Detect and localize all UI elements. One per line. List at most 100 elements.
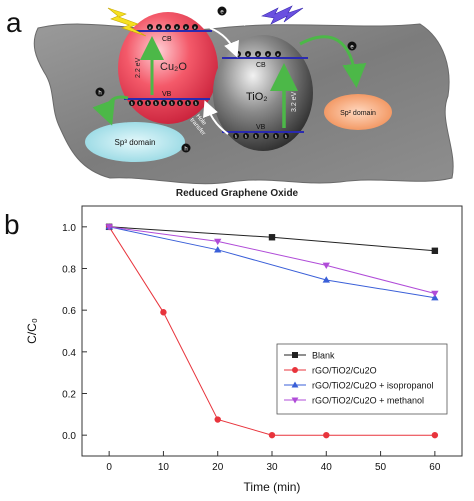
cu2o-vb-hole xyxy=(185,100,191,106)
tio2-vb-label: VB xyxy=(256,124,266,131)
tio2-vb-hole xyxy=(283,133,289,139)
y-tick-label: 0.2 xyxy=(62,390,76,401)
tio2-cb-electron xyxy=(245,51,251,57)
hole-transfer-hole-symbol: h xyxy=(184,147,187,153)
hole-transfer-arrow xyxy=(203,100,229,135)
graphene-label: Reduced Graphene Oxide xyxy=(176,188,299,199)
cu2o-cb-electron xyxy=(174,24,180,30)
tio2-vb-hole xyxy=(263,133,269,139)
x-tick-label: 20 xyxy=(212,462,224,473)
sp2-domain xyxy=(324,94,392,130)
tio2-vb-hole xyxy=(233,133,239,139)
electron-to-sp2-arrow xyxy=(299,35,367,88)
data-point xyxy=(160,309,167,316)
tio2-label: TiO₂ xyxy=(246,91,268,103)
x-tick-label: 50 xyxy=(375,462,387,473)
y-tick-label: 0.8 xyxy=(62,265,76,276)
cu2o-vb-hole xyxy=(177,100,183,106)
series-4 xyxy=(105,224,439,298)
data-point xyxy=(431,431,439,439)
electron-transfer-electron xyxy=(217,6,227,16)
tio2-cb-electron-symbol: e xyxy=(277,52,280,57)
y-tick-label: 0.0 xyxy=(62,431,76,442)
electron-transfer-arrow xyxy=(209,27,239,58)
data-point xyxy=(214,246,222,253)
tio2-vb-hole-symbol: h xyxy=(245,134,248,139)
cu2o-cb-electron xyxy=(165,24,171,30)
cu2o-cb-electron xyxy=(156,24,162,30)
cu2o-cb-label: CB xyxy=(162,36,172,43)
cu2o-cb-electron xyxy=(147,24,153,30)
tio2-cb-electron-symbol: e xyxy=(247,52,250,57)
series-line xyxy=(108,226,435,299)
panel-b-label: b xyxy=(4,209,20,240)
tio2-cb-electron xyxy=(275,51,281,57)
vis-label: VIS xyxy=(85,9,99,18)
cu2o-vb-hole xyxy=(129,100,135,106)
cu2o-cb-electron xyxy=(183,24,189,30)
data-point xyxy=(431,290,439,298)
cu2o-cb-electron-symbol: e xyxy=(167,25,170,30)
data-point xyxy=(268,234,276,241)
vis-lightning-icon xyxy=(107,7,147,37)
data-point xyxy=(214,416,221,423)
legend-marker xyxy=(291,381,299,388)
legend-label: rGO/TiO2/Cu2O + isopropanol xyxy=(312,381,433,391)
x-tick-label: 10 xyxy=(158,462,170,473)
cu2o-vb-hole-symbol: h xyxy=(179,101,182,106)
tio2-cb-label: CB xyxy=(256,62,266,69)
data-point xyxy=(268,431,276,439)
tio2-gap-label: 3.2 eV xyxy=(291,91,298,112)
cu2o-vb-hole-symbol: h xyxy=(155,101,158,106)
cu2o-vb-hole xyxy=(161,100,167,106)
sp3-domain-label: Sp³ domain xyxy=(115,138,156,147)
cu2o-vb-hole-symbol: h xyxy=(187,101,190,106)
y-tick-label: 0.4 xyxy=(62,348,76,359)
y-tick-label: 0.6 xyxy=(62,306,76,317)
electron-transfer-electron-symbol: e xyxy=(220,10,224,16)
x-tick-label: 30 xyxy=(266,462,278,473)
sp3-hole-symbol: h xyxy=(98,91,101,97)
hole-to-sp3-arrow xyxy=(92,95,129,126)
cu2o-vb-hole-symbol: h xyxy=(163,101,166,106)
tio2-vb-hole xyxy=(243,133,249,139)
tio2-cb-electron xyxy=(255,51,261,57)
legend-marker xyxy=(292,367,298,373)
tio2-vb-hole-symbol: h xyxy=(235,134,238,139)
x-tick-label: 60 xyxy=(429,462,441,473)
series-line xyxy=(108,226,435,436)
x-tick-label: 0 xyxy=(106,462,112,473)
x-axis-label: Time (min) xyxy=(244,480,301,494)
cu2o-vb-hole-symbol: h xyxy=(147,101,150,106)
sp2-electron xyxy=(347,41,357,51)
data-point xyxy=(323,431,330,439)
data-point xyxy=(431,247,439,254)
data-point xyxy=(322,262,330,270)
legend-label: rGO/TiO2/Cu2O xyxy=(312,366,377,376)
hole-transfer-hole xyxy=(181,143,191,153)
cu2o-vb-label: VB xyxy=(162,91,172,98)
tio2-cb-electron xyxy=(265,51,271,57)
tio2-cb-electron-symbol: e xyxy=(267,52,270,57)
y-axis: 0.00.20.40.60.81.0 xyxy=(62,223,87,442)
cu2o-vb-hole xyxy=(145,100,151,106)
uv-label: UV xyxy=(300,13,312,22)
data-point xyxy=(105,224,113,231)
series-1 xyxy=(105,223,439,254)
cu2o-label: Cu₂O xyxy=(160,61,187,73)
legend-marker xyxy=(292,352,298,358)
legend-label: rGO/TiO2/Cu2O + methanol xyxy=(312,396,424,406)
sp2-electron-symbol: e xyxy=(350,45,354,51)
panel-a-label: a xyxy=(6,7,22,38)
cu2o-vb-hole xyxy=(153,100,159,106)
cu2o-cb-electron-symbol: e xyxy=(176,25,179,30)
tio2-vb-hole-symbol: h xyxy=(285,134,288,139)
cu2o-cb-electron-symbol: e xyxy=(158,25,161,30)
y-axis-label: C/C₀ xyxy=(25,318,39,344)
cu2o-vb-hole-symbol: h xyxy=(131,101,134,106)
